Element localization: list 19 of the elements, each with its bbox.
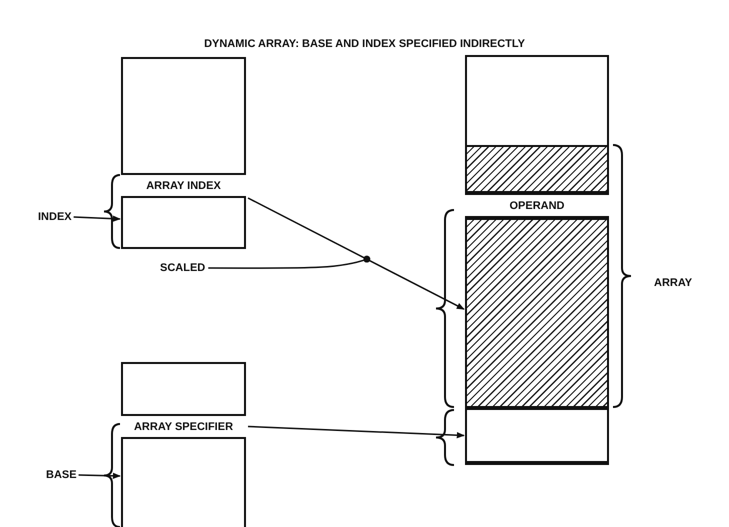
memory-block	[121, 57, 246, 249]
arrow	[248, 197, 465, 310]
memory-cell: OPERAND	[465, 193, 609, 218]
memory-block	[121, 362, 246, 527]
region-label: ARRAY	[654, 277, 692, 289]
hatched-region	[465, 218, 609, 408]
arrow	[78, 472, 121, 480]
arrow	[248, 426, 465, 438]
leader-line	[208, 256, 370, 269]
memory-cell: ARRAY INDEX	[121, 173, 246, 198]
arrow	[74, 216, 121, 222]
annotation-label: SCALED	[160, 262, 206, 274]
pointer-label: BASE	[46, 469, 77, 481]
pointer-label: INDEX	[38, 211, 72, 223]
hatched-region	[465, 145, 609, 193]
diagram-title: DYNAMIC ARRAY: BASE AND INDEX SPECIFIED INDIRECTLY	[203, 38, 526, 50]
memory-region	[465, 408, 609, 463]
memory-block	[465, 55, 609, 465]
memory-cell: ARRAY SPECIFIER	[121, 414, 246, 439]
